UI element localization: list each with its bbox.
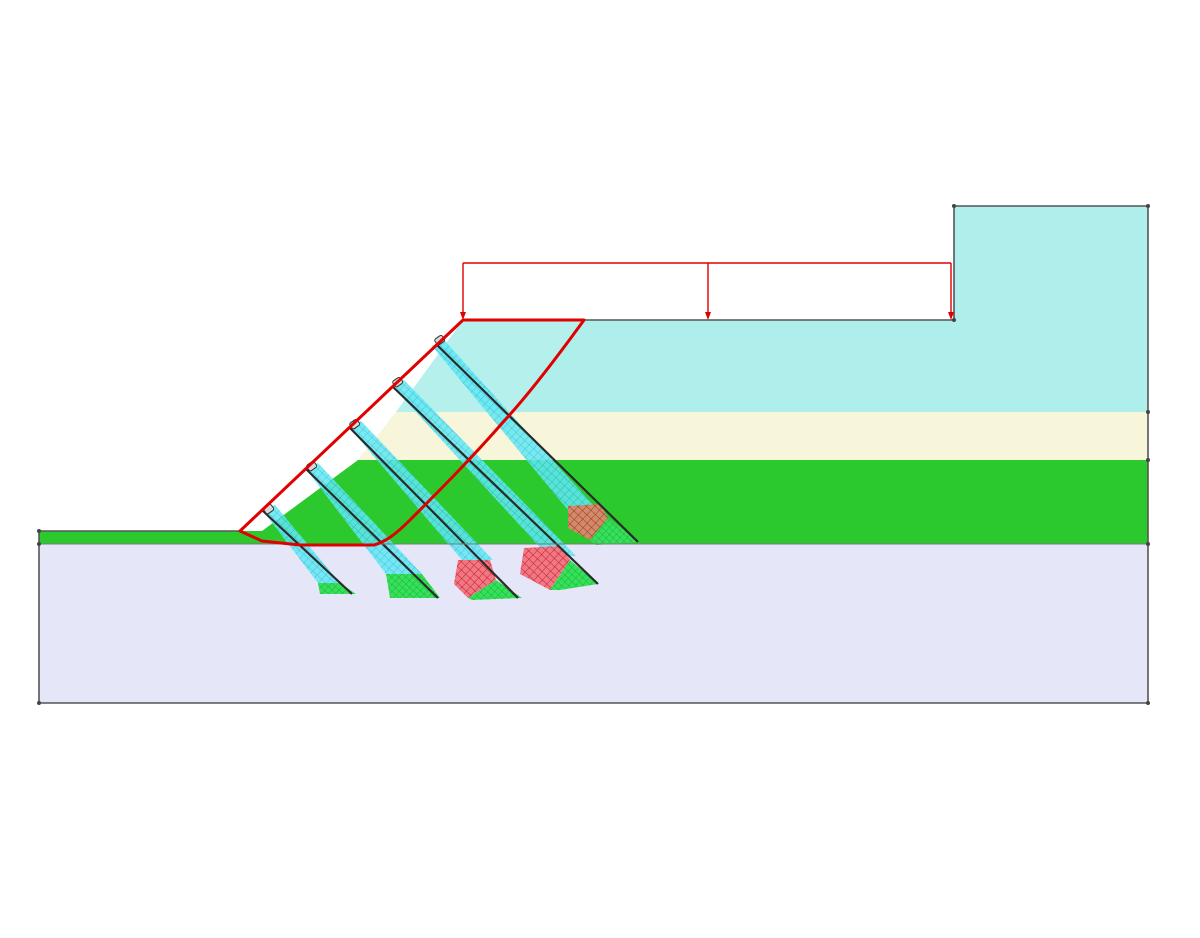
soil-layer-middle xyxy=(358,412,1148,460)
pressure-band-5 xyxy=(432,340,603,516)
vertex xyxy=(1146,542,1150,546)
vertex xyxy=(952,318,956,322)
load-arrow-icon xyxy=(705,312,711,320)
bond-zone-3-green xyxy=(468,580,522,600)
anchor-bond-zones xyxy=(318,504,640,600)
vertex xyxy=(37,701,41,705)
anchor-pressure-zones xyxy=(263,340,603,583)
pressure-band-3 xyxy=(349,421,493,560)
load-arrow-icon xyxy=(948,312,954,320)
soil-layer-top xyxy=(513,206,1148,412)
bond-zone-3-red xyxy=(454,560,496,598)
soil-layer-green xyxy=(39,460,1148,544)
vertex xyxy=(37,542,41,546)
vertex xyxy=(1146,410,1150,414)
bond-zone-1-green xyxy=(318,583,356,594)
load-arrow-icon xyxy=(460,312,466,320)
anchor-1 xyxy=(262,510,353,595)
anchor-5 xyxy=(435,343,639,543)
bond-zone-4-red xyxy=(520,546,570,590)
vertex xyxy=(1146,458,1150,462)
model-outline xyxy=(37,204,1150,705)
bond-zone-5-brown xyxy=(568,504,608,540)
anchor-3 xyxy=(348,426,519,599)
anchors xyxy=(262,334,639,599)
vertex xyxy=(1146,204,1150,208)
soil-layer-top-wedge xyxy=(396,320,584,412)
soil-layers xyxy=(39,206,1148,703)
pressure-band-4 xyxy=(392,380,576,556)
anchor-4 xyxy=(391,385,599,585)
bond-zone-2-green xyxy=(386,574,440,598)
anchor-2 xyxy=(305,468,439,599)
surcharge-load xyxy=(460,262,954,320)
vertex xyxy=(1146,701,1150,705)
pressure-band-2 xyxy=(306,463,422,574)
slip-surface xyxy=(238,318,586,547)
bond-zone-5-green xyxy=(590,518,640,545)
vertex xyxy=(952,204,956,208)
soil-layer-base xyxy=(39,544,1148,703)
vertex xyxy=(37,529,41,533)
bond-zone-4-green xyxy=(550,560,598,590)
